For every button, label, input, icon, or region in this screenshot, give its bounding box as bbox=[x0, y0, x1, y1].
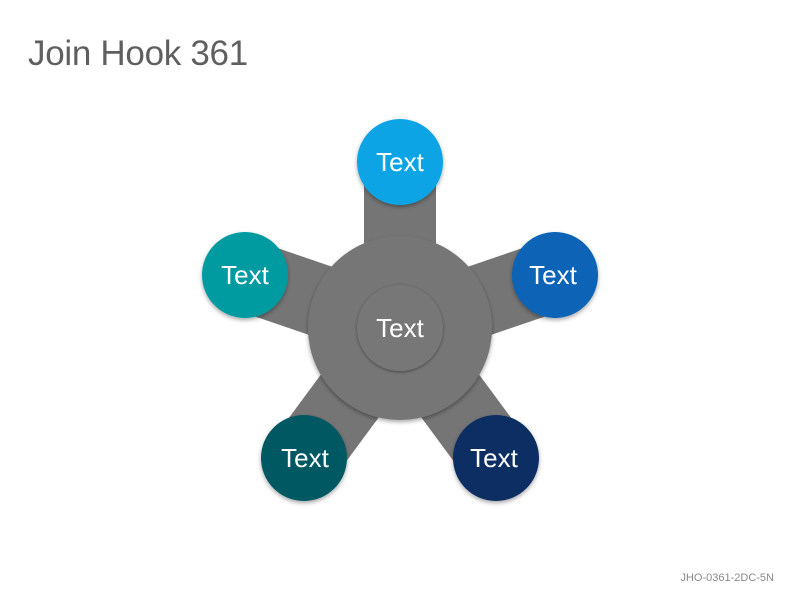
node-lower-left-label: Text bbox=[281, 443, 329, 473]
page-title: Join Hook 361 bbox=[28, 34, 248, 73]
node-lower-left-circle bbox=[261, 415, 347, 501]
node-lower-right[interactable]: Text bbox=[453, 415, 539, 501]
center-label: Text bbox=[376, 313, 424, 343]
node-top-circle bbox=[357, 119, 443, 205]
node-upper-right-label: Text bbox=[529, 260, 577, 290]
node-upper-left-label: Text bbox=[221, 260, 269, 290]
node-top-label: Text bbox=[376, 147, 424, 177]
slide-code: JHO-0361-2DC-5N bbox=[680, 572, 774, 584]
node-top[interactable]: Text bbox=[357, 119, 443, 205]
node-lower-right-circle bbox=[453, 415, 539, 501]
hub-inner bbox=[357, 285, 443, 371]
node-upper-left[interactable]: Text bbox=[202, 232, 288, 318]
node-lower-right-label: Text bbox=[470, 443, 518, 473]
node-upper-left-circle bbox=[202, 232, 288, 318]
node-upper-right-circle bbox=[512, 232, 598, 318]
node-upper-right[interactable]: Text bbox=[512, 232, 598, 318]
node-lower-left[interactable]: Text bbox=[261, 415, 347, 501]
